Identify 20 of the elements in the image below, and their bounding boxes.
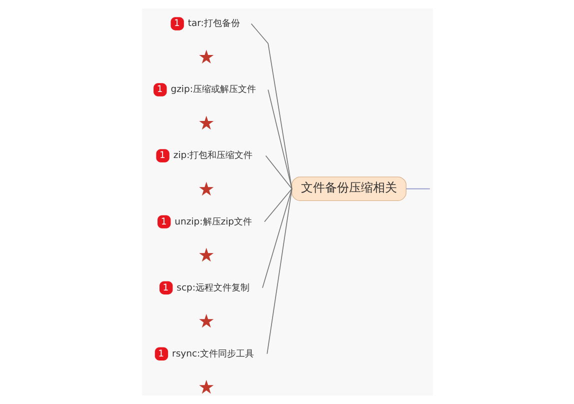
connector [266, 188, 292, 354]
connector [250, 23, 292, 190]
node-label: gzip:压缩或解压文件 [170, 84, 256, 96]
node-box: 文件备份压缩相关 [291, 176, 406, 202]
node-star [198, 116, 214, 130]
connector [267, 89, 292, 190]
node-label: rsync:文件同步工具 [172, 348, 254, 360]
node-star [198, 248, 214, 262]
node-label: tar:打包备份 [187, 18, 240, 30]
node-star [198, 380, 214, 394]
node-star [198, 314, 214, 328]
node-star [198, 182, 214, 196]
connector [264, 155, 292, 190]
node-star [198, 50, 214, 64]
node-label: unzip:解压zip文件 [174, 216, 252, 228]
connector [262, 188, 292, 288]
node-label: zip:打包和压缩文件 [172, 150, 252, 162]
connector [264, 188, 292, 222]
connector [405, 188, 430, 190]
node-label: scp:远程文件复制 [176, 282, 250, 294]
